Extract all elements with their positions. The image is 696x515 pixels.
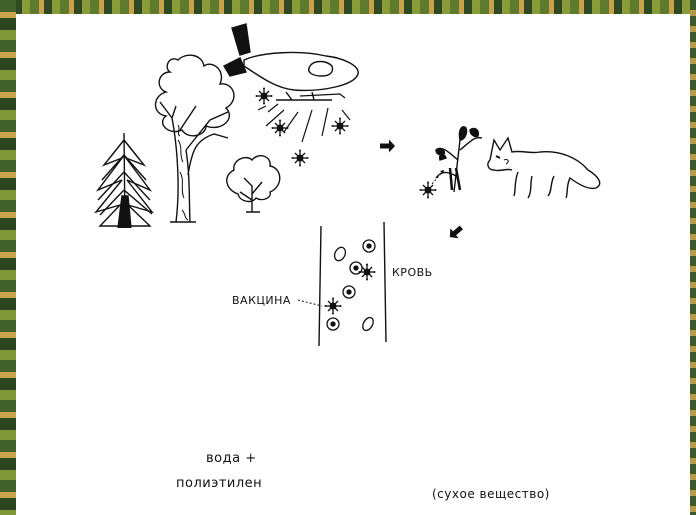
fox-eating	[488, 138, 600, 198]
blood-vessel	[319, 222, 386, 346]
pine-tree	[96, 133, 152, 228]
arrow-icon	[446, 223, 466, 243]
vaccine-pointer	[298, 300, 322, 306]
virus-icon	[420, 182, 437, 199]
virus-icon	[325, 264, 376, 315]
plant-sprout	[436, 127, 482, 192]
arrow-icon	[380, 140, 395, 153]
helicopter-icon	[224, 24, 358, 100]
blood-label: КРОВЬ	[392, 266, 433, 279]
water-plus-label: вода +	[206, 451, 257, 466]
polyethylene-label: полиэтилен	[176, 476, 262, 491]
blood-cells	[327, 240, 375, 332]
small-bush	[227, 156, 280, 212]
deciduous-tree	[156, 55, 234, 222]
vaccine-label: ВАКЦИНА	[232, 294, 291, 307]
dry-substance-label: (сухое вещество)	[432, 487, 550, 501]
